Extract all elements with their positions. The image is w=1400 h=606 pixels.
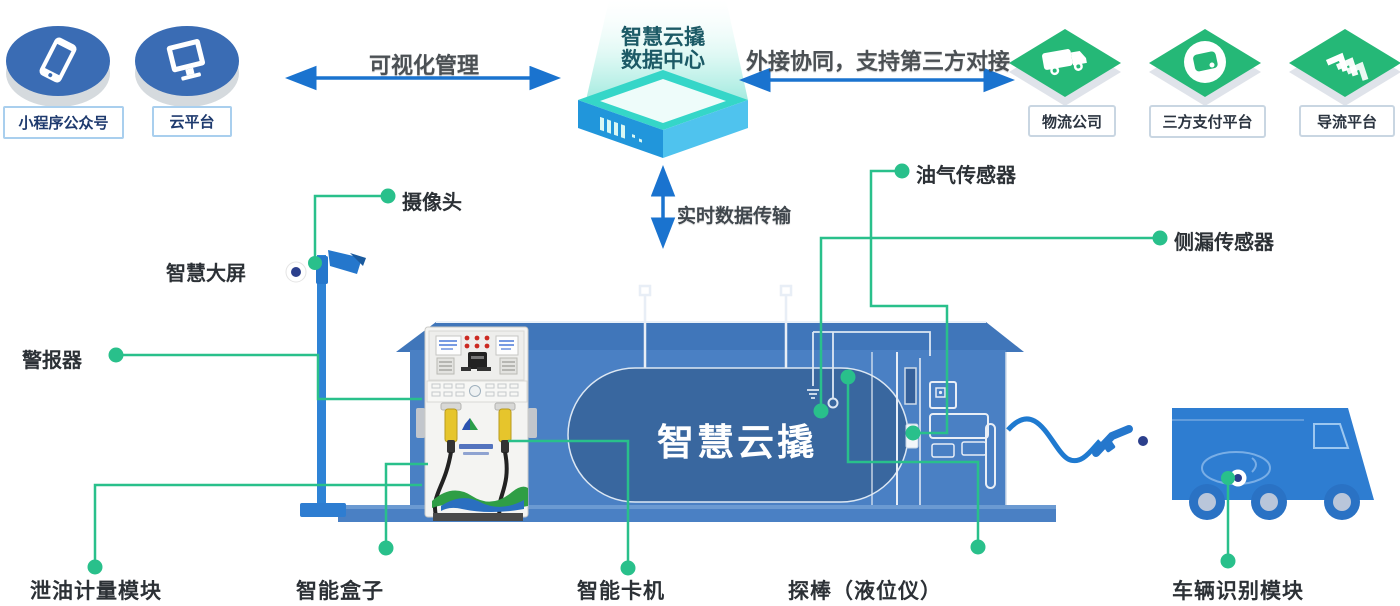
cloud-platform-label: 云平台 <box>152 106 232 137</box>
tanker-truck <box>1172 408 1374 520</box>
payment-tile <box>1149 29 1261 106</box>
smart-box-connector <box>384 462 428 548</box>
oil-gas-connector <box>869 169 949 435</box>
callout-dots <box>87 163 1236 576</box>
probe-connector <box>846 377 980 547</box>
tank-probes <box>807 331 931 409</box>
smartphone-icon <box>39 37 77 83</box>
visual-management-label: 可视化管理 <box>368 53 479 78</box>
keypads <box>436 357 518 375</box>
drain-meter-label: 泄油计量模块 <box>30 580 162 603</box>
station-platform <box>338 505 1056 509</box>
probe-label: 探棒（液位仪） <box>788 580 942 603</box>
brand-logo <box>459 418 493 455</box>
indicator-lights <box>464 335 490 349</box>
smart-screen-indicator <box>285 261 307 283</box>
card-machine-connector <box>508 439 630 568</box>
smart-screen-label: 智慧大屏 <box>166 263 246 285</box>
station-roof <box>396 322 1024 352</box>
vent-pipes <box>638 284 793 368</box>
logistics-tile <box>1009 29 1121 106</box>
side-leak-connector <box>819 236 1160 411</box>
traffic-label: 导流平台 <box>1299 105 1395 137</box>
smart-card-machine-label: 智能卡机 <box>577 580 665 603</box>
chevrons-icon <box>1325 52 1369 81</box>
realtime-transfer-label: 实时数据传输 <box>677 206 792 227</box>
camera-pole <box>285 250 366 517</box>
camera-connector <box>313 194 388 263</box>
traffic-tile <box>1289 29 1400 106</box>
alarm-connector <box>116 353 422 401</box>
data-center-title-line1: 智慧云撬 <box>621 26 705 49</box>
alarm-label: 警报器 <box>22 350 82 372</box>
oil-gas-sensor-label: 油气传感器 <box>916 165 1016 187</box>
vehicle-recognition-label: 车辆识别模块 <box>1172 580 1304 603</box>
side-leak-sensor-label: 侧漏传感器 <box>1174 232 1274 254</box>
data-center-title-line2: 数据中心 <box>621 49 705 72</box>
data-center-title: 智慧云撬 数据中心 <box>593 26 733 72</box>
drain-meter-connector <box>93 483 422 567</box>
cloud-platform-icon <box>166 39 206 81</box>
mini-program-disc <box>6 26 110 107</box>
tank-title: 智慧云撬 <box>657 422 817 463</box>
smart-box-label: 智能盒子 <box>296 580 384 603</box>
third-party-label: 外接协同，支持第三方对接 <box>745 49 1010 74</box>
mini-program-label: 小程序公众号 <box>3 106 124 139</box>
data-center-icon <box>578 0 748 158</box>
truck-icon <box>1042 49 1087 76</box>
card-reader <box>468 352 487 369</box>
wallet-icon <box>1184 41 1226 83</box>
logistics-label: 物流公司 <box>1028 105 1116 137</box>
callout-connectors <box>93 169 1230 568</box>
dispenser-displays <box>435 335 519 356</box>
wave-decoration <box>432 486 528 512</box>
fuel-dispenser <box>416 326 537 521</box>
camera-label: 摄像头 <box>402 192 462 214</box>
cloud-platform-disc <box>135 26 239 107</box>
nozzle-left <box>433 402 462 517</box>
fuel-nozzle-icon <box>1092 425 1133 457</box>
payment-label: 三方支付平台 <box>1149 105 1266 138</box>
